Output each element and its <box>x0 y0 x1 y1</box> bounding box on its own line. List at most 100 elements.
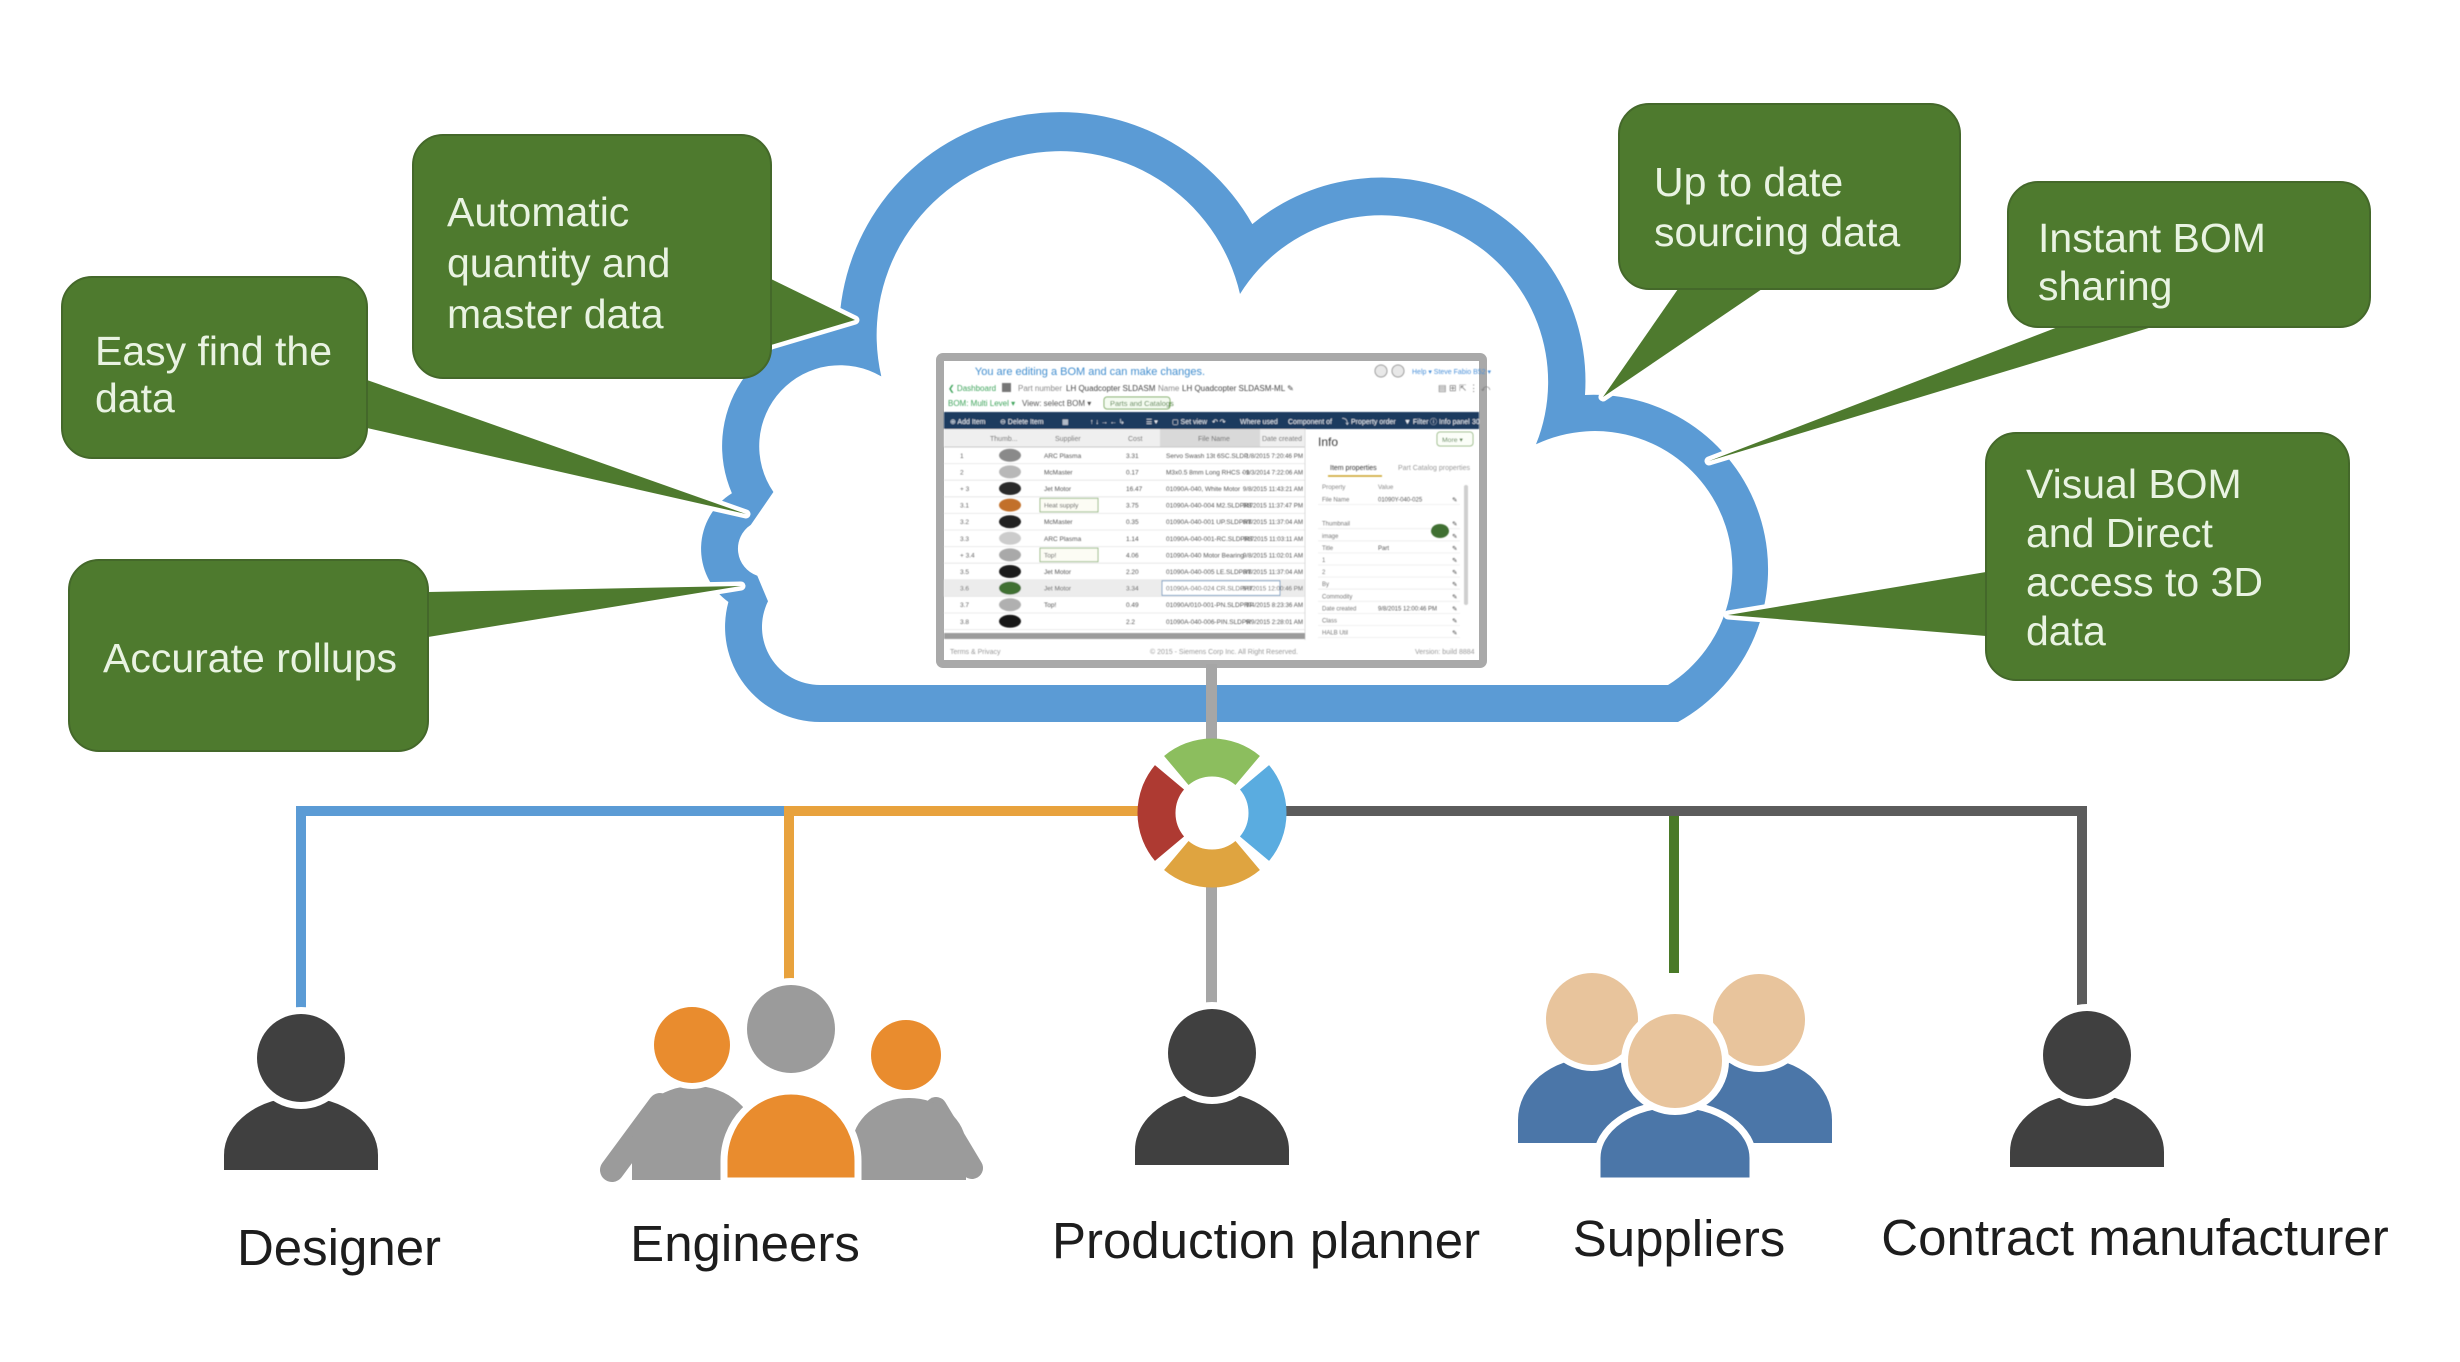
svg-text:By: By <box>1322 582 1329 588</box>
svg-text:data: data <box>95 375 175 421</box>
svg-text:+ 3: + 3 <box>960 486 970 493</box>
svg-text:sharing: sharing <box>2038 263 2172 309</box>
svg-text:Terms & Privacy: Terms & Privacy <box>950 649 1001 656</box>
svg-text:Info: Info <box>1318 435 1338 449</box>
svg-text:30: 30 <box>1472 419 1480 426</box>
svg-text:01090A-040-024 CR.SLDPRT: 01090A-040-024 CR.SLDPRT <box>1166 586 1253 593</box>
svg-text:✎: ✎ <box>1452 582 1458 589</box>
svg-text:BOM: Multi Level ▾: BOM: Multi Level ▾ <box>948 399 1015 408</box>
svg-text:2: 2 <box>960 469 964 476</box>
svg-text:More ▾: More ▾ <box>1442 437 1463 444</box>
svg-text:↑ ↓ → ← ↳: ↑ ↓ → ← ↳ <box>1090 418 1125 426</box>
svg-text:3.75: 3.75 <box>1126 503 1139 510</box>
svg-text:Date created: Date created <box>1322 606 1356 612</box>
svg-text:01090A-040 Motor Bearing: 01090A-040 Motor Bearing <box>1166 552 1244 559</box>
svg-text:✎: ✎ <box>1452 497 1458 504</box>
svg-text:2.20: 2.20 <box>1126 569 1139 576</box>
svg-text:Value: Value <box>1378 484 1394 491</box>
svg-text:Parts and Catalogs: Parts and Catalogs <box>1110 399 1174 408</box>
svg-text:Item properties: Item properties <box>1330 465 1377 472</box>
svg-text:3.34: 3.34 <box>1126 586 1139 593</box>
svg-text:↶ ↷: ↶ ↷ <box>1212 419 1226 426</box>
svg-text:16.47: 16.47 <box>1126 486 1143 493</box>
svg-text:Top!: Top! <box>1044 602 1056 609</box>
svg-text:✎: ✎ <box>1452 630 1458 637</box>
svg-text:© 2015 - Siemens Corp Inc. All: © 2015 - Siemens Corp Inc. All Right Res… <box>1150 648 1298 656</box>
svg-text:8/8/2015 11:37:04 AM: 8/8/2015 11:37:04 AM <box>1243 569 1303 576</box>
svg-text:Commodity: Commodity <box>1322 594 1352 600</box>
svg-text:▢ Set view: ▢ Set view <box>1172 419 1208 426</box>
svg-text:M3x0.5 8mm Long RHCS - 9: M3x0.5 8mm Long RHCS - 9 <box>1166 469 1250 476</box>
svg-text:Name: Name <box>1158 384 1180 393</box>
svg-text:Jet Motor: Jet Motor <box>1044 486 1072 493</box>
svg-text:3.7: 3.7 <box>960 602 969 609</box>
svg-text:Top!: Top! <box>1044 552 1056 559</box>
svg-text:data: data <box>2026 608 2106 654</box>
svg-text:✎: ✎ <box>1452 545 1458 552</box>
svg-text:✎: ✎ <box>1452 606 1458 613</box>
svg-text:9/8/2015 12:00:46 PM: 9/8/2015 12:00:46 PM <box>1378 606 1437 612</box>
svg-text:Supplier: Supplier <box>1055 436 1081 443</box>
svg-text:3.31: 3.31 <box>1126 453 1139 460</box>
svg-text:HALB Util: HALB Util <box>1322 631 1348 637</box>
svg-text:Automatic: Automatic <box>447 189 629 235</box>
svg-text:⤵ Property order: ⤵ Property order <box>1342 418 1396 426</box>
svg-text:Component of: Component of <box>1288 419 1332 426</box>
svg-text:Designer: Designer <box>237 1219 441 1276</box>
svg-text:Part number: Part number <box>1018 384 1062 393</box>
svg-text:Accurate rollups: Accurate rollups <box>103 635 397 681</box>
svg-text:LH Quadcopter SLDASM-ML ✎: LH Quadcopter SLDASM-ML ✎ <box>1182 384 1294 393</box>
svg-text:Class: Class <box>1322 619 1337 625</box>
svg-text:9/8/2015 11:37:47 PM: 9/8/2015 11:37:47 PM <box>1243 503 1303 510</box>
svg-text:9/8/2015 11:02:01 AM: 9/8/2015 11:02:01 AM <box>1243 552 1303 559</box>
svg-text:✎: ✎ <box>1452 570 1458 577</box>
svg-text:Easy find the: Easy find the <box>95 328 332 374</box>
svg-text:Servo Swash 13t 6SC.SLDP: Servo Swash 13t 6SC.SLDP <box>1166 453 1248 460</box>
svg-text:ARC Plasma: ARC Plasma <box>1044 453 1082 460</box>
svg-text:0.35: 0.35 <box>1126 519 1139 526</box>
svg-text:⊕ Add Item: ⊕ Add Item <box>950 419 986 426</box>
svg-text:01090A-040, White Motor: 01090A-040, White Motor <box>1166 486 1241 493</box>
svg-text:✎: ✎ <box>1452 594 1458 601</box>
svg-text:✎: ✎ <box>1452 521 1458 528</box>
svg-text:Jet Motor: Jet Motor <box>1044 586 1072 593</box>
svg-text:image: image <box>1322 534 1339 540</box>
svg-text:9/8/2015 11:03:11 AM: 9/8/2015 11:03:11 AM <box>1243 536 1303 543</box>
svg-text:9/9/2015 2:28:01 AM: 9/9/2015 2:28:01 AM <box>1246 619 1303 626</box>
svg-text:Heat supply: Heat supply <box>1044 503 1079 510</box>
svg-text:01090A-040-001 UP.SLDPRT: 01090A-040-001 UP.SLDPRT <box>1166 519 1252 526</box>
svg-text:Title: Title <box>1322 546 1334 552</box>
svg-text:and Direct: and Direct <box>2026 510 2213 556</box>
svg-text:Thumbnail: Thumbnail <box>1322 522 1350 528</box>
svg-text:9/8/2015 12:00:46 PM: 9/8/2015 12:00:46 PM <box>1242 586 1303 593</box>
svg-text:Version: build 8884: Version: build 8884 <box>1415 649 1475 656</box>
svg-text:McMaster: McMaster <box>1044 519 1073 526</box>
svg-text:3.5: 3.5 <box>960 569 969 576</box>
svg-text:Date created: Date created <box>1262 436 1302 443</box>
svg-text:✎: ✎ <box>1452 618 1458 625</box>
svg-text:3.2: 3.2 <box>960 519 969 526</box>
svg-text:Jet Motor: Jet Motor <box>1044 569 1072 576</box>
svg-text:1: 1 <box>960 453 964 460</box>
svg-text:❮ Dashboard: ❮ Dashboard <box>948 384 996 393</box>
svg-text:4.06: 4.06 <box>1126 552 1139 559</box>
svg-text:Thumb...: Thumb... <box>990 436 1018 443</box>
svg-text:▦: ▦ <box>1062 419 1069 426</box>
svg-text:Up to date: Up to date <box>1654 159 1843 205</box>
svg-text:quantity and: quantity and <box>447 240 670 286</box>
svg-text:☰ ▾: ☰ ▾ <box>1146 419 1158 426</box>
svg-text:01090A-040-005 LE.SLDPRT: 01090A-040-005 LE.SLDPRT <box>1166 569 1252 576</box>
svg-text:3.3: 3.3 <box>960 536 969 543</box>
svg-text:8/8/2015 11:37:04 AM: 8/8/2015 11:37:04 AM <box>1243 519 1303 526</box>
svg-text:01/3/2014 7:22:06 AM: 01/3/2014 7:22:06 AM <box>1242 469 1303 476</box>
svg-text:01090A-040-006-PIN.SLDPR: 01090A-040-006-PIN.SLDPR <box>1166 619 1251 626</box>
svg-text:01090A-040-001-RC.SLDPRT: 01090A-040-001-RC.SLDPRT <box>1166 536 1253 543</box>
svg-text:Cost: Cost <box>1128 436 1142 443</box>
svg-text:Where used: Where used <box>1240 419 1278 426</box>
svg-text:1/8/2015 7:20:46 PM: 1/8/2015 7:20:46 PM <box>1246 453 1303 460</box>
svg-text:Contract manufacturer: Contract manufacturer <box>1881 1209 2388 1266</box>
svg-text:Property: Property <box>1322 484 1346 491</box>
svg-text:Part Catalog properties: Part Catalog properties <box>1398 465 1470 472</box>
svg-text:2: 2 <box>1322 570 1326 576</box>
svg-text:access to 3D: access to 3D <box>2026 559 2263 605</box>
